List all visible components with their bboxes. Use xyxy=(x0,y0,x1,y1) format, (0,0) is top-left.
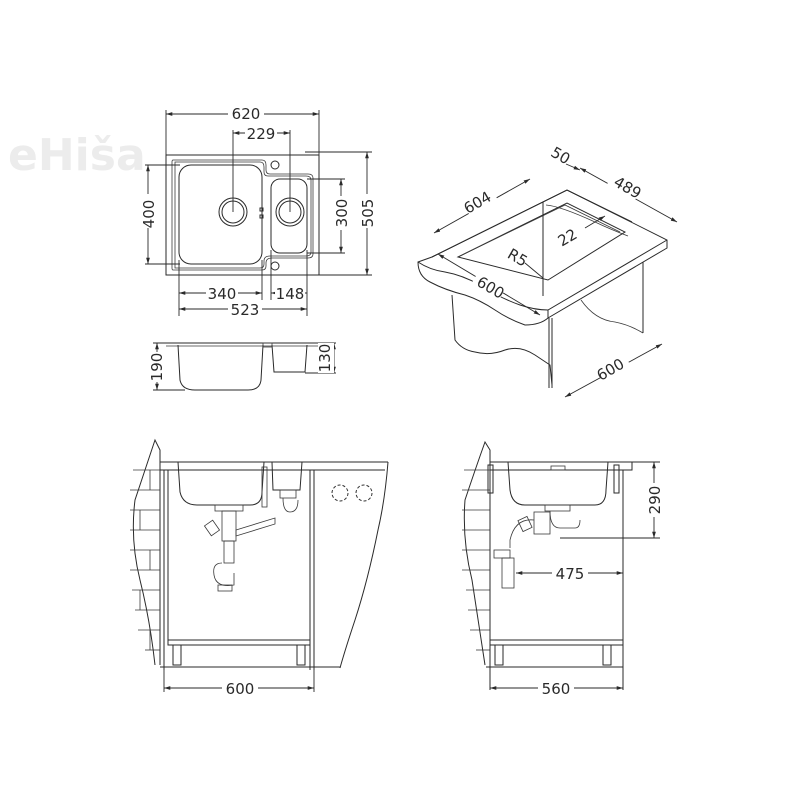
overflow-icon xyxy=(259,207,264,212)
tap-hole-bottom xyxy=(270,261,280,271)
dim-overall-depth: 505 xyxy=(359,199,377,228)
top-view: 620 229 400 300 505 340 14 xyxy=(140,104,377,319)
watermark: eHiša xyxy=(8,130,146,181)
dim-overall-width: 620 xyxy=(232,105,261,123)
dim-bowl-spacing: 229 xyxy=(247,125,276,143)
side-installation-view: 290 475 560 xyxy=(462,440,664,698)
rim-inner-outline-2 xyxy=(174,161,312,269)
tap-hole-top xyxy=(270,160,280,170)
small-bowl xyxy=(270,178,308,254)
side-profile-view: 190 130 xyxy=(148,342,336,391)
dim-large-bowl-depth: 400 xyxy=(140,200,158,229)
dim-cabinet-width: 600 xyxy=(226,680,255,698)
dim-small-bowl-height: 130 xyxy=(316,344,334,373)
large-bowl xyxy=(178,164,263,265)
dim-small-bowl-depth: 300 xyxy=(333,199,351,228)
dim-cabinet-depth: 560 xyxy=(542,680,571,698)
sink-outline xyxy=(165,154,320,276)
dim-large-bowl-height: 190 xyxy=(148,353,166,382)
dim-small-bowl-width: 148 xyxy=(276,285,305,303)
isometric-view: 604 489 50 22 R5 600 600 xyxy=(417,143,678,398)
dim-rim-width: 50 xyxy=(548,143,574,168)
dim-bowls-total-width: 523 xyxy=(231,301,260,319)
front-installation-view: 600 xyxy=(130,438,389,698)
dim-installation-depth: 290 xyxy=(646,486,664,515)
dim-drain-distance: 475 xyxy=(556,565,585,583)
rim-inner-outline xyxy=(171,159,314,271)
dim-large-bowl-width: 340 xyxy=(208,285,237,303)
